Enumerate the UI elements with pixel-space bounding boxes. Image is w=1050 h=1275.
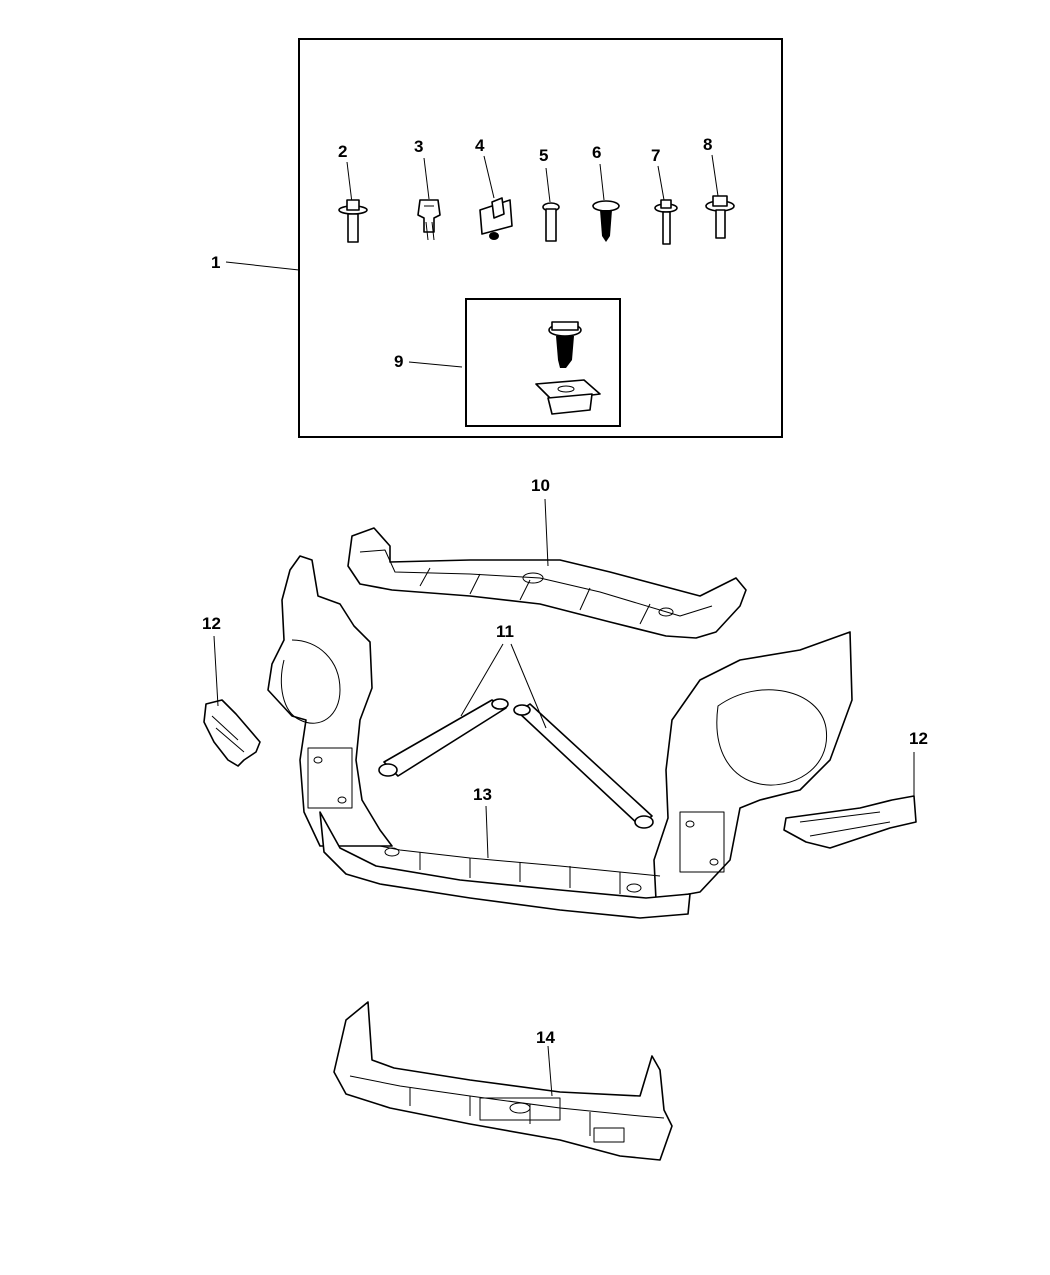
- callout-14: 14: [536, 1028, 555, 1047]
- leader-9: [408, 361, 463, 368]
- callout-12-left: 12: [202, 614, 221, 633]
- callout-8: 8: [703, 135, 712, 154]
- callout-10: 10: [531, 476, 550, 495]
- clip-nut-subbox: [465, 298, 621, 427]
- callout-11: 11: [496, 622, 514, 641]
- part-6-push-pin: [592, 163, 620, 242]
- callout-7: 7: [651, 146, 660, 165]
- leader-1: [225, 261, 300, 271]
- part-5-pin: [542, 167, 560, 242]
- callout-2: 2: [338, 142, 347, 161]
- part-14-lower-crossmember: [333, 1001, 673, 1161]
- part-10-upper-crossmember: [347, 498, 747, 639]
- part-4-bracket-clip: [479, 155, 513, 240]
- part-12-right-bracket: [783, 752, 917, 849]
- part-13-radiator-support: [267, 555, 853, 919]
- fastener-kit-box: [298, 38, 783, 438]
- part-12-left-bracket: [203, 635, 261, 767]
- callout-3: 3: [414, 137, 423, 156]
- part-2-flange-bolt: [338, 161, 368, 243]
- callout-1: 1: [211, 253, 220, 272]
- part-11-braces: [378, 643, 654, 829]
- part-9-screw-and-nut: [535, 321, 601, 415]
- callout-6: 6: [592, 143, 601, 162]
- callout-13: 13: [473, 785, 492, 804]
- part-7-stud-bolt: [654, 165, 678, 245]
- callout-5: 5: [539, 146, 548, 165]
- part-3-push-clip: [417, 157, 441, 241]
- callout-9: 9: [394, 352, 403, 371]
- callout-4: 4: [475, 136, 485, 155]
- part-8-hex-bolt: [705, 154, 735, 239]
- callout-12-right: 12: [909, 729, 928, 748]
